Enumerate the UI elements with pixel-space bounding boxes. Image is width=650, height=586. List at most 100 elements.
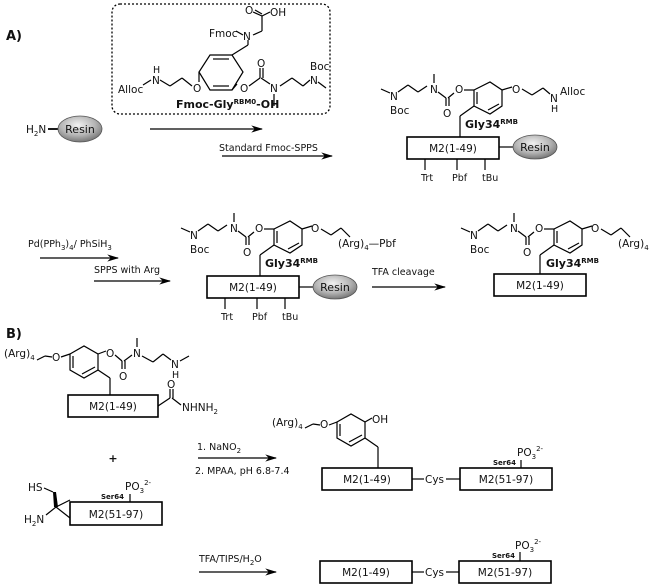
ester-o-2: O: [255, 223, 263, 235]
n-carbamate-b1: N: [133, 348, 141, 360]
ser64-label-final: Ser64: [492, 552, 515, 560]
m2-n-label-b2: M2(1-49): [343, 474, 391, 486]
po3-label-final: PO32-: [515, 538, 542, 554]
boc-n: N: [310, 75, 318, 87]
step3-conditions: TFA cleavage: [371, 267, 435, 278]
step1-conditions: Standard Fmoc-SPPS: [219, 143, 318, 154]
resin-bead-2: [312, 274, 358, 300]
nh-h: H: [153, 65, 160, 76]
carbamate-n2: N: [270, 83, 278, 95]
boc-label-1: Boc: [390, 105, 410, 117]
carbonyl-o-3: O: [523, 247, 531, 259]
resin-bound-intermediate-1: N Boc N O O O N H Alloc Gly34RMB: [380, 74, 585, 137]
m2-c-label-b1: M2(51-97): [89, 509, 143, 521]
po3-label-b1: PO32-: [125, 479, 152, 495]
amine-n: N: [243, 31, 251, 43]
n-carbamate-1: N: [430, 84, 438, 96]
nh-h-b1: H: [172, 370, 179, 381]
ether-o: O: [193, 83, 201, 95]
m2-n-label-2: M2(1-49): [229, 282, 277, 294]
alloc-label: Alloc: [118, 84, 143, 96]
step2-bottom: SPPS with Arg: [94, 265, 160, 276]
boc-label-3: Boc: [470, 244, 490, 256]
m2-n-label-b1: M2(1-49): [89, 401, 137, 413]
gly34-label-3: Gly34RMB: [546, 257, 599, 270]
cys-label-b2: Cys: [425, 474, 444, 486]
ser64-label-b2: Ser64: [493, 459, 516, 467]
step2-top: Pd(PPh3)4/ PhSiH3: [28, 239, 112, 252]
po3-label-b2: PO32-: [517, 445, 544, 461]
phenol-oh: OH: [372, 414, 388, 426]
carbonyl-o-b1: O: [119, 371, 127, 383]
boc-label: Boc: [310, 61, 330, 73]
ester-o: O: [240, 83, 248, 95]
carbonyl-o-2: O: [243, 247, 251, 259]
pbf-label-2: Pbf: [252, 312, 268, 323]
m2-51-97-box-b1: [69, 501, 163, 526]
panel-b-label: B): [6, 327, 22, 342]
carbamate-n: N: [152, 75, 160, 87]
acid-oh: OH: [270, 7, 286, 19]
arg4-pbf: (Arg)4—Pbf: [338, 238, 396, 252]
n-alloc-1: N: [550, 93, 558, 105]
pbf-label-1: Pbf: [452, 173, 468, 184]
resin-label: Resin: [65, 123, 95, 136]
m2-n-label-3: M2(1-49): [516, 280, 564, 292]
n-carbamate-2: N: [230, 223, 238, 235]
ligation-product: (Arg)4 O OH: [272, 413, 388, 468]
building-block-name: Fmoc-GlyRBM0-OH: [176, 98, 279, 111]
h2n-label-cys: H2N: [24, 514, 44, 528]
carbonyl-o-1: O: [443, 108, 451, 120]
n-boc-amine-2: N: [190, 230, 198, 242]
resin-bound-intermediate-2: N Boc N O O O (Arg)4—Pbf Gly34RMB: [180, 213, 396, 276]
trt-label-2: Trt: [220, 312, 233, 323]
resin-bead: [57, 115, 103, 143]
m2-1-49-box-3: [493, 273, 587, 297]
resin-bead-1: [512, 134, 558, 160]
m2-n-label-final: M2(1-49): [342, 567, 390, 579]
ether-o-b1: O: [52, 352, 60, 364]
m2-c-label-final: M2(51-97): [478, 567, 532, 579]
m2-n-label-1: M2(1-49): [429, 143, 477, 155]
nh-amine-b1: N: [171, 359, 179, 371]
ether-o-1: O: [512, 84, 520, 96]
m2-51-97-box-b2: [459, 467, 553, 491]
carbonyl-o: O: [245, 5, 253, 17]
tbu-label-2: tBu: [282, 312, 298, 323]
trt-label-1: Trt: [420, 173, 433, 184]
building-block-frame: [111, 3, 331, 115]
nhnh2-label: NHNH2: [182, 402, 218, 416]
m2-51-97-box-final: [458, 560, 552, 584]
cys-label-final: Cys: [425, 567, 444, 579]
resin-label-1: Resin: [520, 141, 550, 154]
ether-o-3: O: [591, 223, 599, 235]
arg4-a: (Arg)4: [618, 238, 649, 252]
arg4-b2: (Arg)4: [272, 417, 303, 431]
ser64-label-b1: Ser64: [101, 493, 124, 501]
ligation-step2: 2. MPAA, pH 6.8-7.4: [195, 466, 290, 477]
fmoc-label: Fmoc: [209, 28, 238, 40]
boc-label-2: Boc: [190, 244, 210, 256]
gly34-label-2: Gly34RMB: [265, 257, 318, 270]
cys-peptide-fragment: HS H2N: [24, 482, 71, 528]
final-deprotection: TFA/TIPS/H2O: [198, 554, 262, 567]
carbonyl-o-hydrazide: O: [167, 379, 175, 391]
plus-sign: +: [108, 452, 117, 465]
resin-label-2: Resin: [320, 281, 350, 294]
carbamate-o: O: [257, 58, 265, 70]
peptide-hydrazide: (Arg)4 O O O N N H: [4, 338, 190, 395]
ether-o-b2: O: [320, 419, 328, 431]
nh-h-1: H: [551, 104, 558, 115]
n-boc-amine-3: N: [470, 230, 478, 242]
ester-o-1: O: [455, 84, 463, 96]
ester-o-3: O: [535, 223, 543, 235]
arg4-b1: (Arg)4: [4, 348, 35, 362]
panel-a-label: A): [6, 29, 22, 44]
fmoc-gly-rbm0-structure: N Fmoc O OH O N H Alloc O O N N Boc: [118, 5, 330, 106]
m2-1-49-box-1: [406, 136, 500, 160]
alloc-label-1: Alloc: [560, 86, 585, 98]
ester-o-b1: O: [106, 348, 114, 360]
n-boc-amine: N: [390, 91, 398, 103]
cleaved-peptide-a: N Boc N O O O (Arg)4 Gly34RMB: [460, 213, 649, 274]
